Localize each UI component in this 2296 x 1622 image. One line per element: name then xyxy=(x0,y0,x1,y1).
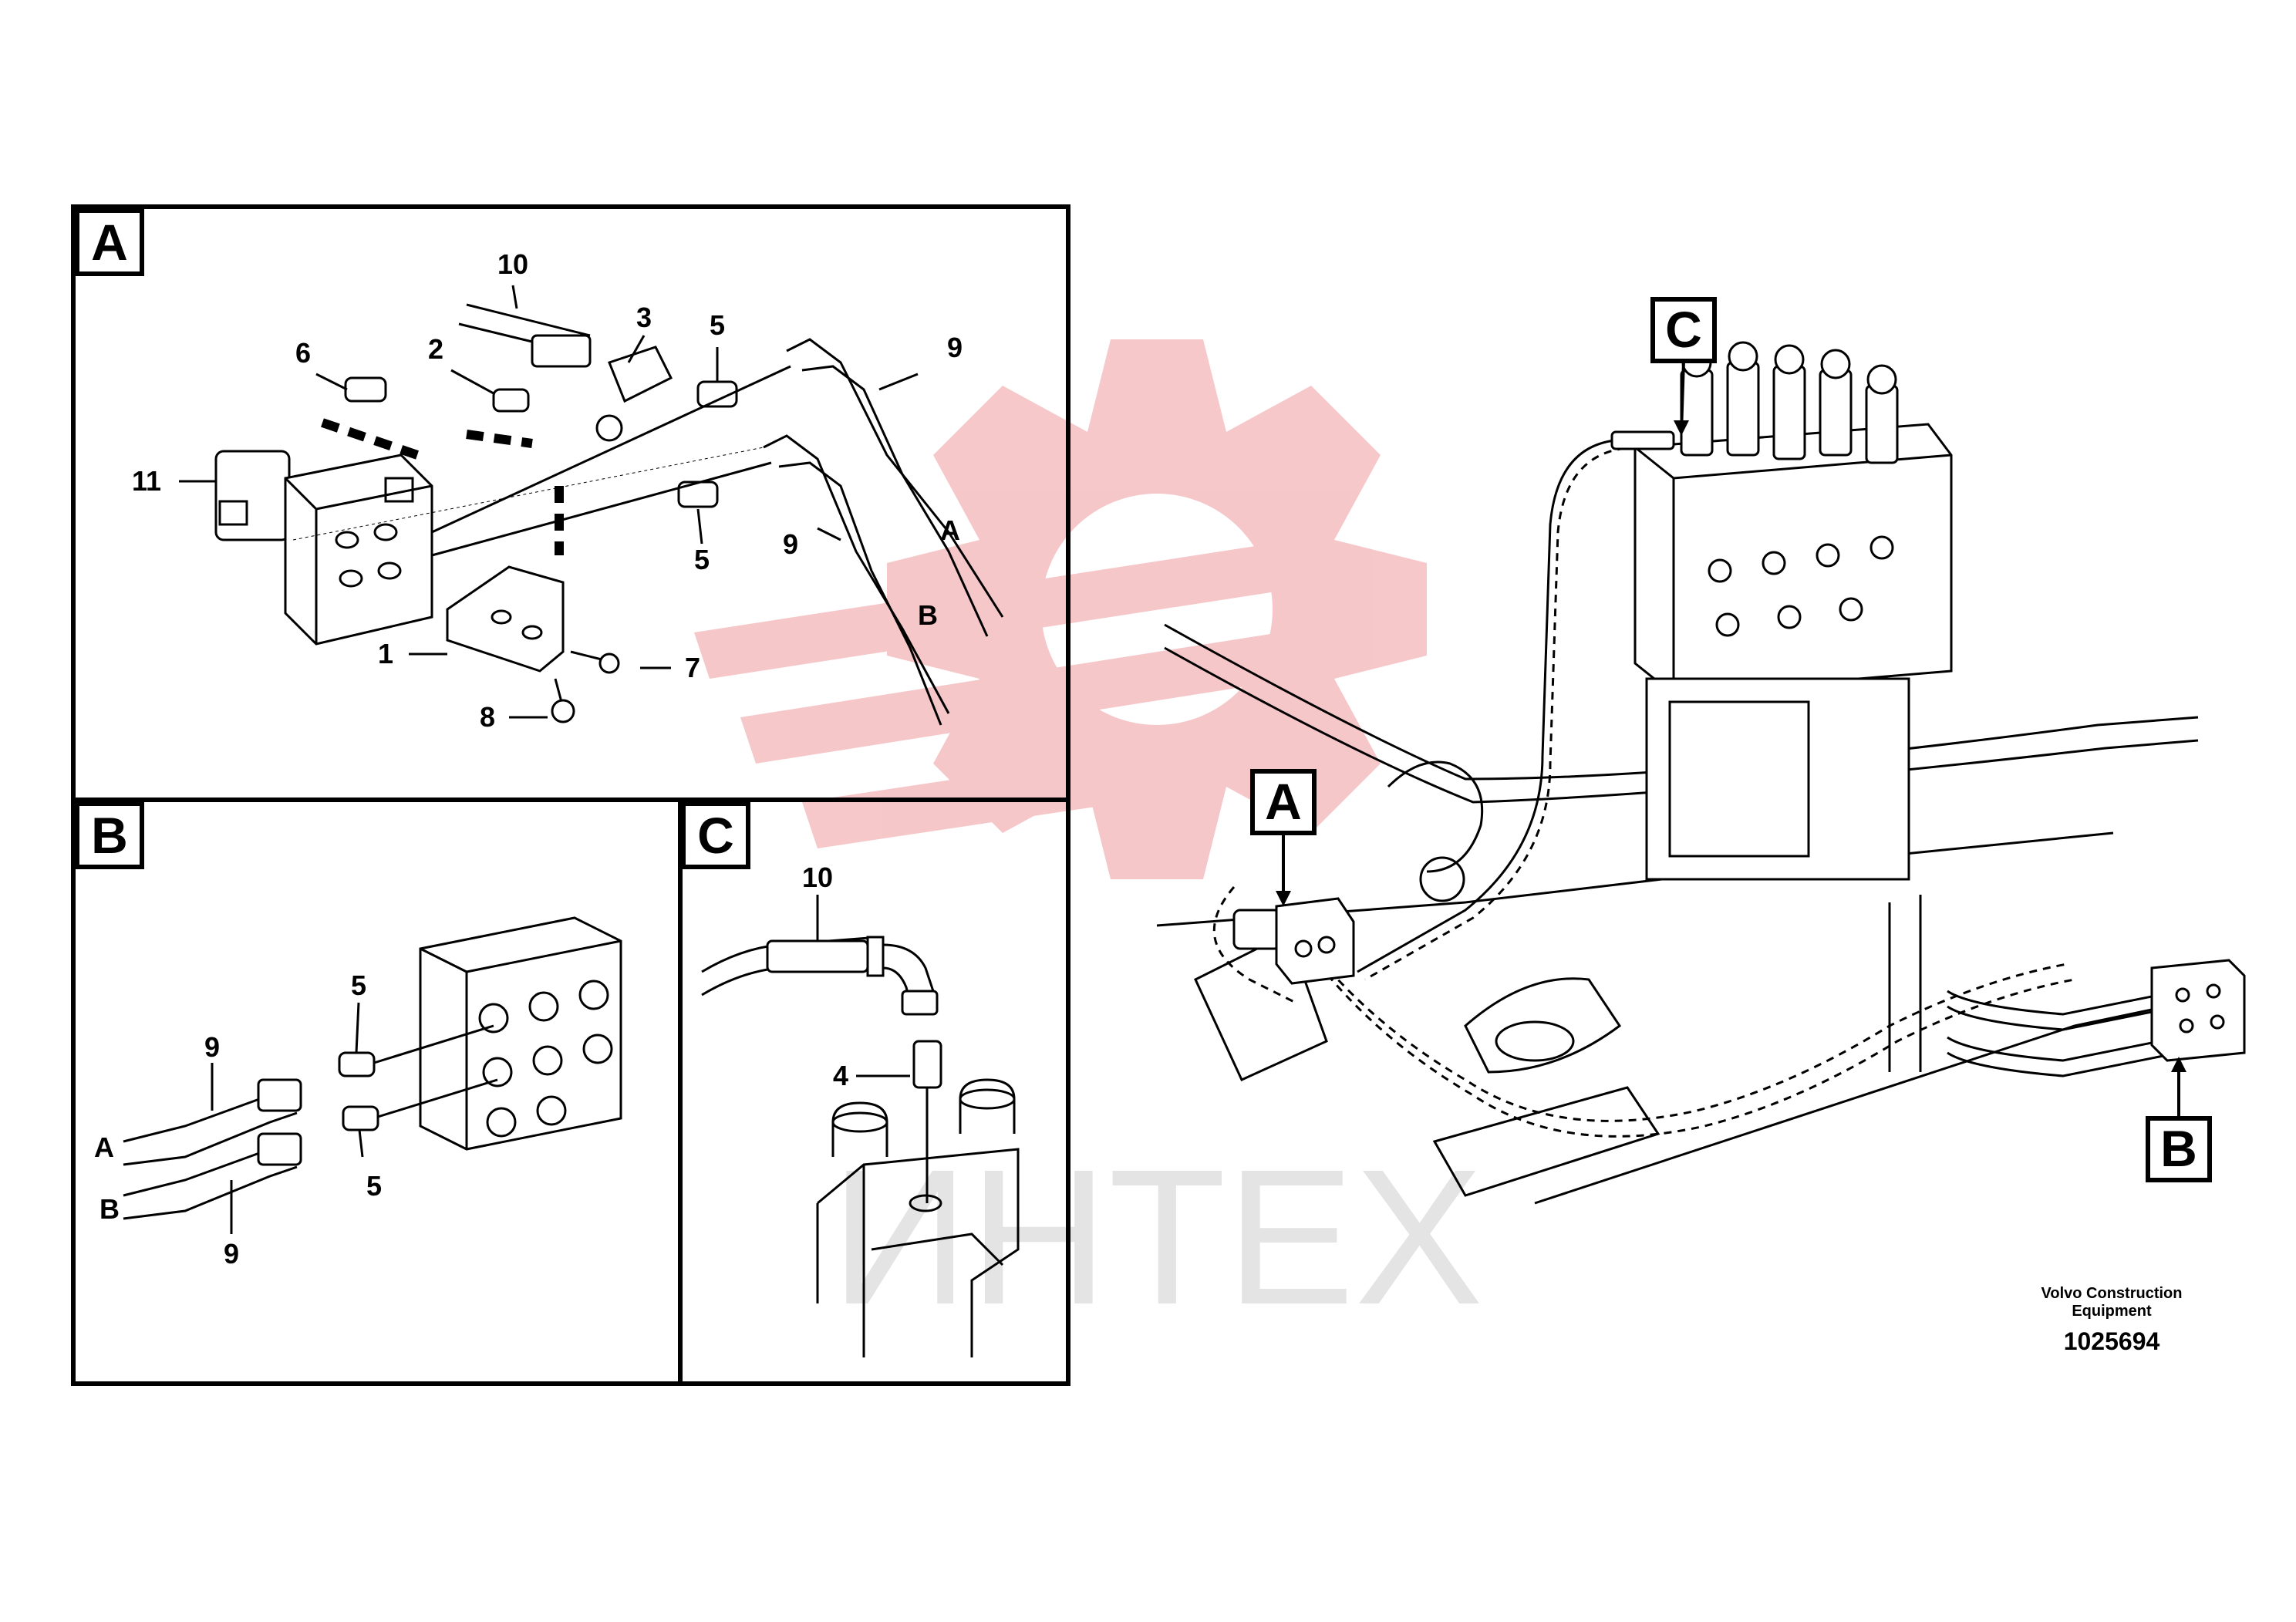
svg-text:A: A xyxy=(94,1131,114,1163)
panel-a-dash-lines xyxy=(321,418,564,555)
svg-text:9: 9 xyxy=(204,1031,220,1063)
svg-text:C: C xyxy=(697,807,734,864)
svg-text:5: 5 xyxy=(351,969,366,1001)
watermark-logo xyxy=(694,339,1427,879)
svg-text:A: A xyxy=(940,514,960,546)
panel-c-drawing xyxy=(701,936,1020,1357)
svg-text:9: 9 xyxy=(783,528,798,560)
panel-b-leaders xyxy=(211,1002,364,1234)
svg-text:A: A xyxy=(1265,773,1302,830)
watermark-text: ИНТЕХ xyxy=(831,1129,1483,1344)
svg-text:B: B xyxy=(99,1193,120,1225)
svg-text:2: 2 xyxy=(428,333,443,365)
footer-block: Volvo Construction Equipment 1025694 xyxy=(2041,1285,2183,1355)
panel-c-callouts: 10 4 xyxy=(802,862,848,1091)
svg-text:C: C xyxy=(1665,301,1702,358)
panel-a-leaders xyxy=(179,285,919,719)
panel-a-drawing xyxy=(214,303,1004,726)
svg-text:B: B xyxy=(91,807,128,864)
svg-text:1: 1 xyxy=(378,638,393,669)
svg-text:Equipment: Equipment xyxy=(2072,1303,2152,1320)
svg-text:11: 11 xyxy=(132,465,161,497)
main-control-valve xyxy=(1633,341,1953,881)
main-tag-a: A xyxy=(1250,769,1317,906)
panel-b-drawing xyxy=(123,916,622,1220)
svg-text:1025694: 1025694 xyxy=(2064,1327,2160,1355)
hose-to-valve xyxy=(1357,430,1675,981)
hoses-a-to-b xyxy=(1212,886,2075,1138)
panel-a-callouts: 10 3 5 6 2 9 11 A 5 9 B 1 7 8 xyxy=(132,248,963,733)
main-tag-b: B xyxy=(2146,1057,2212,1182)
svg-text:9: 9 xyxy=(224,1238,239,1270)
svg-text:9: 9 xyxy=(947,332,963,363)
main-solenoid-valve xyxy=(1232,897,1355,985)
svg-text:7: 7 xyxy=(685,652,700,683)
svg-text:A: A xyxy=(91,214,128,271)
panel-c-leaders xyxy=(816,895,910,1077)
svg-text:Volvo Construction: Volvo Construction xyxy=(2041,1285,2183,1302)
main-block-b xyxy=(2150,959,2246,1062)
panel-a-tag: A xyxy=(75,208,144,276)
svg-text:5: 5 xyxy=(366,1170,382,1202)
svg-text:10: 10 xyxy=(497,248,528,280)
svg-text:5: 5 xyxy=(694,544,710,575)
hoses-to-block-b xyxy=(1947,990,2180,1077)
svg-text:5: 5 xyxy=(710,309,725,341)
panel-b-callouts: 5 9 A 5 B 9 xyxy=(94,969,382,1270)
panel-b-tag: B xyxy=(75,801,144,869)
svg-text:4: 4 xyxy=(833,1060,848,1091)
main-tag-c: C xyxy=(1650,297,1717,436)
svg-text:3: 3 xyxy=(636,302,652,333)
svg-text:10: 10 xyxy=(802,862,833,893)
svg-text:6: 6 xyxy=(295,337,311,369)
svg-text:B: B xyxy=(918,599,938,631)
svg-text:8: 8 xyxy=(480,701,495,733)
svg-text:B: B xyxy=(2160,1120,2197,1177)
panel-c-tag: C xyxy=(681,801,750,869)
panel-frames xyxy=(71,204,1070,1386)
